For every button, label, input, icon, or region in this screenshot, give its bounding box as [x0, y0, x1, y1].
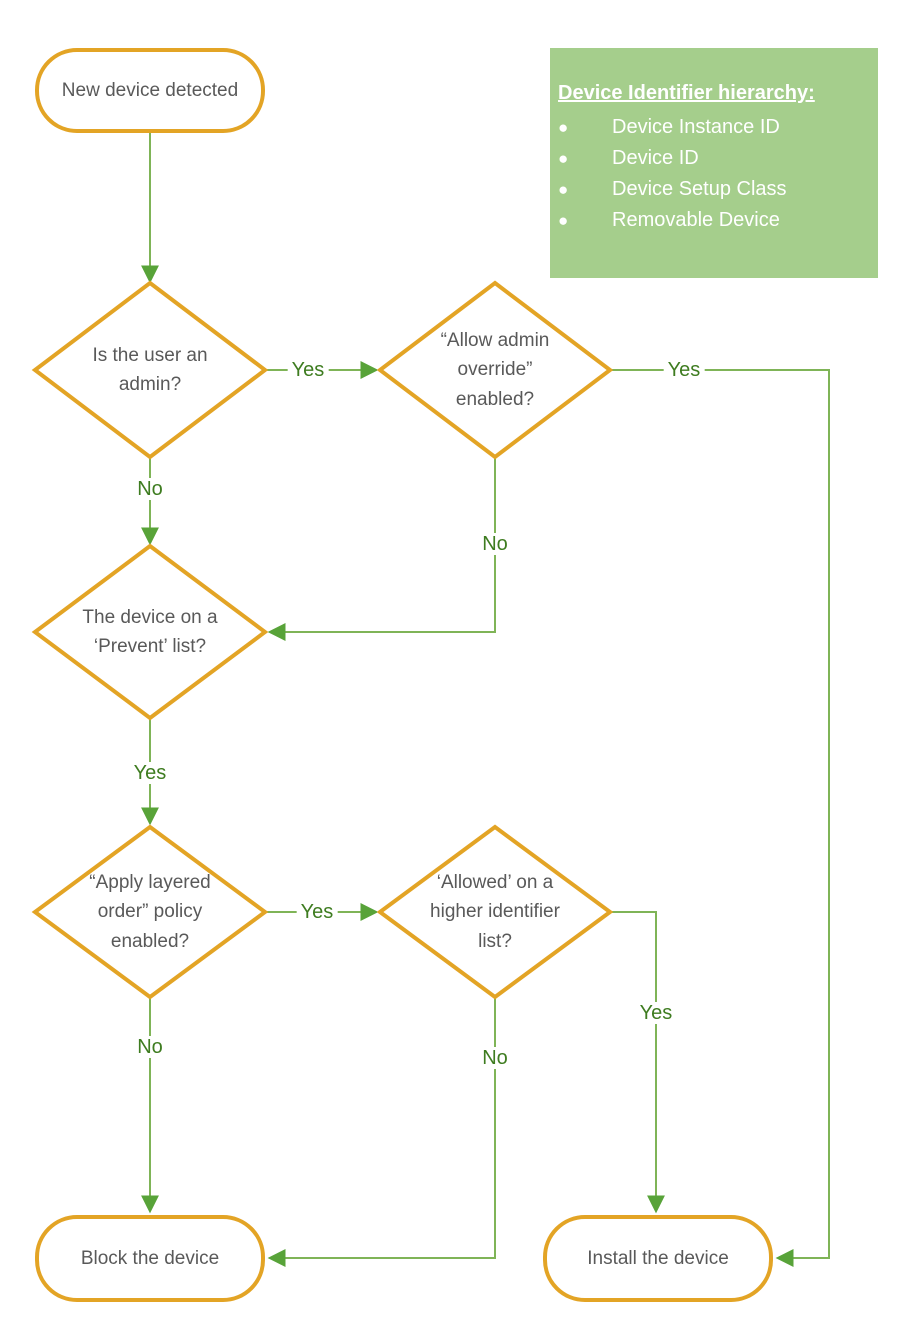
bullet-icon: ● — [558, 148, 569, 168]
decision-override-label: “Allow admin override” enabled? — [440, 329, 550, 410]
edge-override-yes — [610, 369, 830, 1267]
terminal-block-label: Block the device — [80, 1247, 220, 1269]
edge-label-layered-yes: Yes — [296, 901, 338, 923]
edge-label-layered-no: No — [133, 1036, 167, 1058]
terminal-block-node: Block the device — [35, 1215, 265, 1302]
legend-item-label: Device ID — [612, 147, 699, 169]
start-node-label: New device detected — [61, 79, 239, 101]
legend-item: ● Device Instance ID — [558, 112, 870, 143]
edge-override-no — [267, 457, 496, 641]
decision-layered-shape — [31, 824, 269, 1000]
legend-title: Device Identifier hierarchy: — [558, 82, 815, 104]
edge-label-override-yes: Yes — [663, 359, 705, 381]
edge-label-allowed-yes: Yes — [635, 1002, 677, 1024]
decision-allowed-label: ‘Allowed’ on a higher identifier list? — [430, 871, 560, 952]
edge-label-override-no: No — [478, 533, 512, 555]
legend-item: ● Device Setup Class — [558, 174, 870, 205]
bullet-icon: ● — [558, 117, 569, 137]
decision-allowed-shape — [376, 824, 614, 1000]
legend-item-label: Device Instance ID — [612, 116, 780, 138]
edge-allowed-yes — [610, 911, 665, 1214]
decision-admin-label: Is the user an admin? — [92, 344, 208, 395]
legend-box: Device Identifier hierarchy: ● Device In… — [550, 48, 878, 278]
edge-label-allowed-no: No — [478, 1047, 512, 1069]
decision-prevent-label: The device on a ‘Prevent’ list? — [82, 606, 218, 657]
decision-admin-shape — [31, 280, 269, 460]
bullet-icon: ● — [558, 210, 569, 230]
decision-prevent-shape — [31, 543, 269, 721]
terminal-install-node: Install the device — [543, 1215, 773, 1302]
legend-item-label: Removable Device — [612, 209, 780, 231]
edge-label-admin-yes: Yes — [287, 359, 329, 381]
legend-item: ● Device ID — [558, 143, 870, 174]
decision-layered-label: “Apply layered order” policy enabled? — [89, 871, 211, 952]
legend-item: ● Removable Device — [558, 205, 870, 236]
start-node: New device detected — [35, 48, 265, 133]
bullet-icon: ● — [558, 179, 569, 199]
edge-label-prevent-yes: Yes — [129, 762, 171, 784]
edge-allowed-no — [267, 997, 496, 1267]
edge-label-admin-no: No — [133, 478, 167, 500]
terminal-install-label: Install the device — [587, 1247, 729, 1269]
legend-item-label: Device Setup Class — [612, 178, 787, 200]
decision-override-shape — [376, 280, 614, 460]
